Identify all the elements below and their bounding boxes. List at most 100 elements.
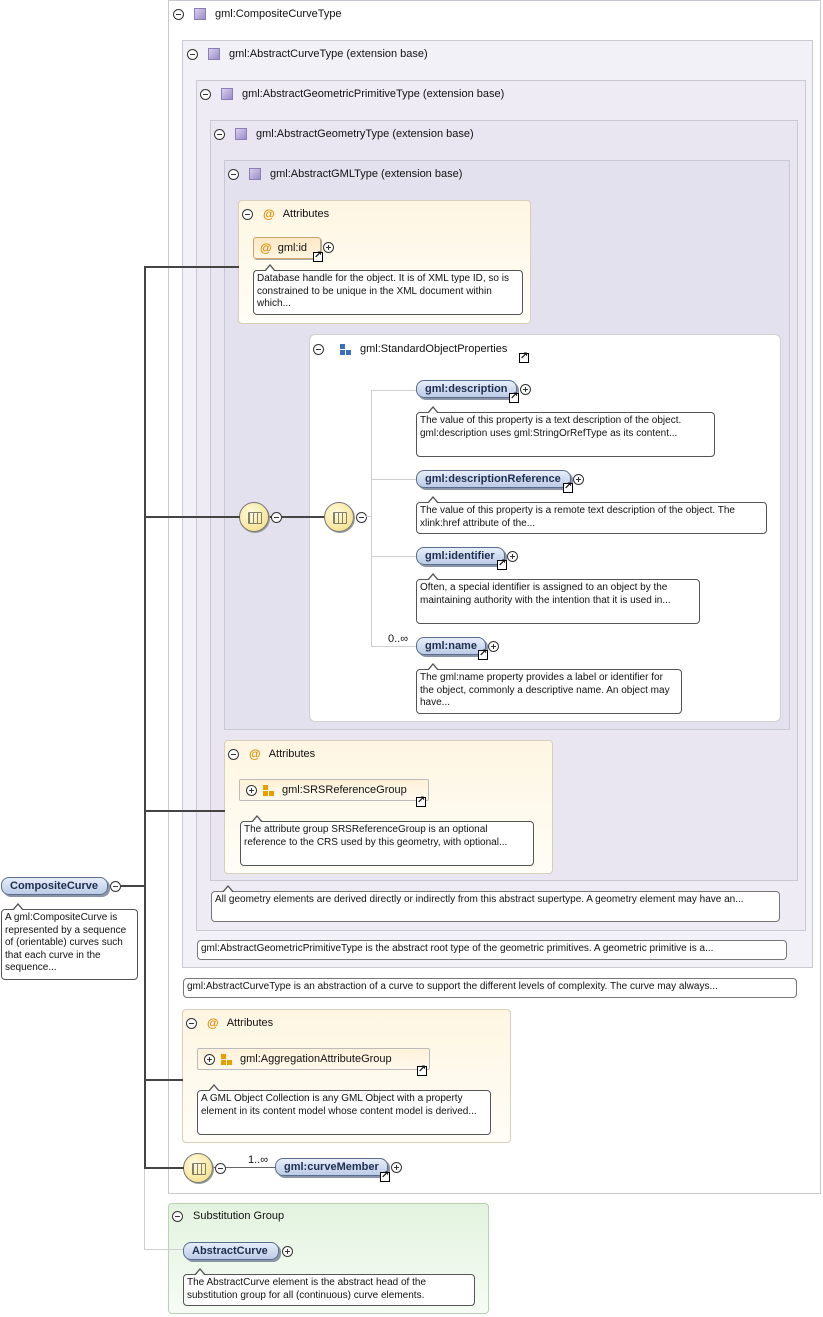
goto-definition-icon[interactable] bbox=[478, 648, 488, 660]
expand-toggle-icon[interactable] bbox=[488, 641, 499, 652]
branch-line bbox=[366, 516, 371, 517]
goto-definition-icon[interactable] bbox=[519, 351, 529, 363]
collapse-toggle-icon[interactable] bbox=[186, 1017, 197, 1029]
sequence-branch-line bbox=[371, 390, 372, 646]
element-gml-description-reference[interactable]: gml:descriptionReference bbox=[416, 470, 571, 488]
expand-toggle-icon[interactable] bbox=[204, 1053, 215, 1065]
connector-line bbox=[144, 266, 239, 268]
collapse-toggle-icon[interactable] bbox=[228, 748, 239, 760]
connector-line bbox=[144, 1167, 184, 1169]
attribute-icon: @ bbox=[207, 1016, 219, 1030]
collapse-toggle-icon[interactable] bbox=[172, 1210, 183, 1222]
branch-line bbox=[371, 390, 416, 391]
substitution-link-line bbox=[144, 1169, 145, 1249]
attributes-gml-header: @ Attributes bbox=[242, 207, 329, 221]
element-gml-name[interactable]: gml:name bbox=[416, 637, 486, 655]
collapse-toggle-icon[interactable] bbox=[200, 88, 211, 100]
element-label: gml:identifier bbox=[425, 550, 495, 562]
attribute-icon: @ bbox=[260, 241, 272, 255]
goto-definition-icon[interactable] bbox=[509, 391, 519, 403]
abstract-curve-type-description: gml:AbstractCurveType is an abstraction … bbox=[183, 978, 797, 998]
collapse-toggle-icon[interactable] bbox=[110, 881, 121, 892]
aggregation-attribute-group[interactable]: gml:AggregationAttributeGroup bbox=[197, 1048, 430, 1070]
collapse-toggle-icon[interactable] bbox=[271, 512, 282, 523]
element-gml-curve-member[interactable]: gml:curveMember bbox=[275, 1158, 388, 1176]
abstract-gml-type-header: gml:AbstractGMLType (extension base) bbox=[228, 168, 462, 180]
composite-curve-type-label: gml:CompositeCurveType bbox=[215, 8, 342, 20]
group-icon bbox=[340, 343, 351, 355]
abstract-curve-description: The AbstractCurve element is the abstrac… bbox=[183, 1268, 475, 1306]
complex-type-icon bbox=[235, 128, 247, 140]
element-description: Often, a special identifier is assigned … bbox=[416, 573, 700, 624]
abstract-geometric-primitive-type-label: gml:AbstractGeometricPrimitiveType (exte… bbox=[242, 88, 505, 100]
main-connector-line bbox=[144, 266, 146, 1169]
srs-reference-group-label: gml:SRSReferenceGroup bbox=[282, 784, 407, 796]
element-label: AbstractCurve bbox=[192, 1245, 268, 1257]
element-gml-identifier[interactable]: gml:identifier bbox=[416, 547, 505, 565]
sequence-compositor-icon[interactable] bbox=[324, 502, 354, 532]
abstract-geometry-type-description: All geometry elements are derived direct… bbox=[211, 885, 780, 922]
expand-toggle-icon[interactable] bbox=[323, 242, 334, 253]
sequence-compositor-icon[interactable] bbox=[239, 502, 269, 532]
element-description: The value of this property is a remote t… bbox=[416, 496, 767, 534]
sequence-compositor-icon[interactable] bbox=[183, 1153, 213, 1183]
goto-definition-icon[interactable] bbox=[313, 250, 323, 262]
abstract-curve-type-label: gml:AbstractCurveType (extension base) bbox=[229, 48, 428, 60]
collapse-toggle-icon[interactable] bbox=[356, 512, 367, 523]
goto-definition-icon[interactable] bbox=[563, 481, 573, 493]
abstract-geometry-type-header: gml:AbstractGeometryType (extension base… bbox=[214, 128, 474, 140]
attribute-icon: @ bbox=[249, 747, 261, 761]
element-label: gml:description bbox=[425, 383, 508, 395]
attribute-group-icon bbox=[263, 784, 274, 796]
attributes-geometry-header: @ Attributes bbox=[228, 747, 315, 761]
collapse-toggle-icon[interactable] bbox=[173, 8, 184, 20]
branch-line bbox=[371, 479, 416, 480]
attribute-group-icon bbox=[221, 1053, 232, 1065]
connector-line bbox=[144, 516, 240, 518]
substitution-group-header: Substitution Group bbox=[172, 1210, 284, 1222]
gml-id-attribute[interactable]: @ gml:id bbox=[253, 237, 321, 259]
abstract-curve-type-header: gml:AbstractCurveType (extension base) bbox=[187, 48, 428, 60]
connector-line bbox=[121, 885, 146, 887]
collapse-toggle-icon[interactable] bbox=[228, 168, 239, 180]
connector-line bbox=[268, 516, 325, 518]
goto-definition-icon[interactable] bbox=[416, 795, 426, 807]
goto-definition-icon[interactable] bbox=[497, 558, 507, 570]
element-abstract-curve[interactable]: AbstractCurve bbox=[183, 1242, 279, 1260]
goto-definition-icon[interactable] bbox=[380, 1170, 390, 1182]
collapse-toggle-icon[interactable] bbox=[215, 1163, 226, 1174]
expand-toggle-icon[interactable] bbox=[520, 384, 531, 395]
collapse-toggle-icon[interactable] bbox=[313, 343, 324, 355]
attributes-label: Attributes bbox=[268, 748, 316, 760]
abstract-geometric-primitive-type-description: gml:AbstractGeometricPrimitiveType is th… bbox=[197, 940, 787, 960]
gml-id-label: gml:id bbox=[277, 242, 308, 254]
occurrence-label: 1..∞ bbox=[248, 1154, 269, 1166]
abstract-gml-type-label: gml:AbstractGMLType (extension base) bbox=[270, 168, 463, 180]
connector-line bbox=[144, 1079, 183, 1081]
occurrence-label: 0..∞ bbox=[388, 633, 409, 645]
collapse-toggle-icon[interactable] bbox=[187, 48, 198, 60]
root-element-composite-curve[interactable]: CompositeCurve bbox=[1, 877, 108, 895]
expand-toggle-icon[interactable] bbox=[507, 551, 518, 562]
srs-reference-group[interactable]: gml:SRSReferenceGroup bbox=[239, 779, 429, 801]
standard-object-properties-header: gml:StandardObjectProperties bbox=[313, 343, 507, 355]
substitution-link-line bbox=[144, 1249, 183, 1250]
expand-toggle-icon[interactable] bbox=[391, 1162, 402, 1173]
complex-type-icon bbox=[249, 168, 261, 180]
expand-toggle-icon[interactable] bbox=[282, 1246, 293, 1257]
root-element-description: A gml:CompositeCurve is represented by a… bbox=[1, 903, 138, 980]
expand-toggle-icon[interactable] bbox=[573, 474, 584, 485]
goto-definition-icon[interactable] bbox=[417, 1064, 427, 1076]
branch-line bbox=[371, 556, 416, 557]
complex-type-icon bbox=[221, 88, 233, 100]
collapse-toggle-icon[interactable] bbox=[214, 128, 225, 140]
aggregation-attribute-group-label: gml:AggregationAttributeGroup bbox=[240, 1053, 392, 1065]
srs-reference-group-description: The attribute group SRSReferenceGroup is… bbox=[240, 815, 534, 866]
collapse-toggle-icon[interactable] bbox=[242, 208, 253, 220]
element-description: The gml:name property provides a label o… bbox=[416, 663, 682, 714]
attributes-composite-header: @ Attributes bbox=[186, 1016, 273, 1030]
complex-type-icon bbox=[194, 8, 206, 20]
element-gml-description[interactable]: gml:description bbox=[416, 380, 517, 398]
expand-toggle-icon[interactable] bbox=[246, 784, 257, 796]
substitution-group-label: Substitution Group bbox=[193, 1210, 285, 1222]
